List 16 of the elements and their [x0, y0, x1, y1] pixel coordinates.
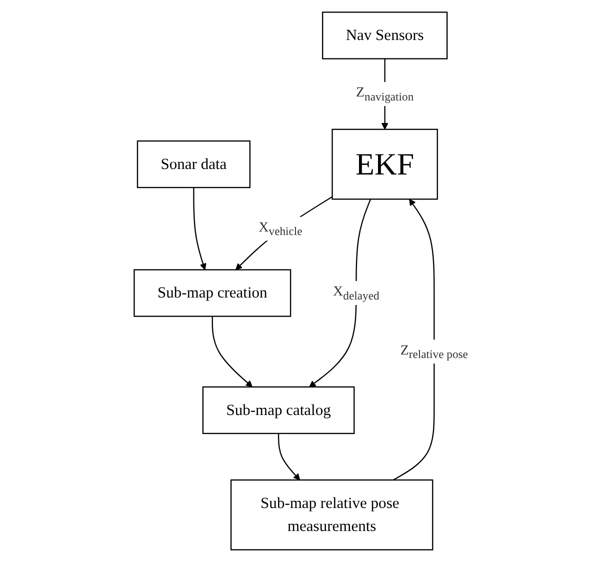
arrow: [308, 198, 372, 388]
node-box: Sonar data: [136, 140, 250, 188]
arrow: [278, 433, 300, 480]
arrow: [392, 198, 435, 480]
arrow: [212, 316, 252, 388]
node-box: Sub-map relative pose measurements: [230, 479, 434, 550]
edge-label: Z$_{relative pose}$: [400, 342, 468, 361]
edge-label: X$_{vehicle}$: [258, 219, 302, 238]
arrow: [193, 188, 206, 270]
node-box: Nav Sensors: [322, 12, 448, 60]
edge-label: X$_{delayed}$: [332, 283, 380, 302]
node-box: Sub-map catalog: [202, 386, 355, 434]
arrow: [235, 196, 332, 270]
edge-label: Z$_{navigation}$: [356, 84, 414, 104]
node-box: EKF: [332, 128, 438, 200]
node-box: Sub-map creation: [134, 269, 292, 317]
